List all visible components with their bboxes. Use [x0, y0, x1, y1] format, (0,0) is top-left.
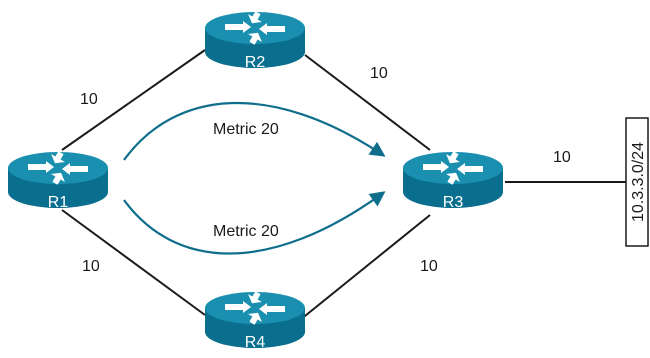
cost-r1-r2: 10: [80, 91, 98, 108]
router-r1: R1: [8, 148, 108, 211]
router-r4: R4: [205, 288, 305, 351]
link-r4-r3: [299, 214, 431, 321]
subnet-box: 10.3.3.0/24: [625, 117, 649, 247]
cost-r4-r3: 10: [420, 258, 438, 275]
cost-r1-r4: 10: [82, 258, 100, 275]
cost-r3-subnet: 10: [553, 149, 571, 166]
router-r2-label: R2: [245, 54, 266, 71]
link-r1-r4: [61, 209, 206, 316]
router-r3-label: R3: [443, 194, 464, 211]
upper-metric-label: Metric 20: [213, 121, 279, 138]
link-r1-r2: [61, 49, 206, 151]
router-r4-label: R4: [245, 334, 266, 351]
router-r1-label: R1: [48, 194, 69, 211]
router-r2: R2: [205, 8, 305, 71]
lower-metric-label: Metric 20: [213, 223, 279, 240]
link-r2-r3: [304, 54, 431, 151]
upper-metric-arrow: [123, 102, 386, 161]
cost-r2-r3: 10: [370, 65, 388, 82]
lower-metric-arrow: [123, 191, 386, 255]
subnet-label: 10.3.3.0/24: [630, 142, 647, 222]
router-r3: R3: [403, 148, 503, 211]
